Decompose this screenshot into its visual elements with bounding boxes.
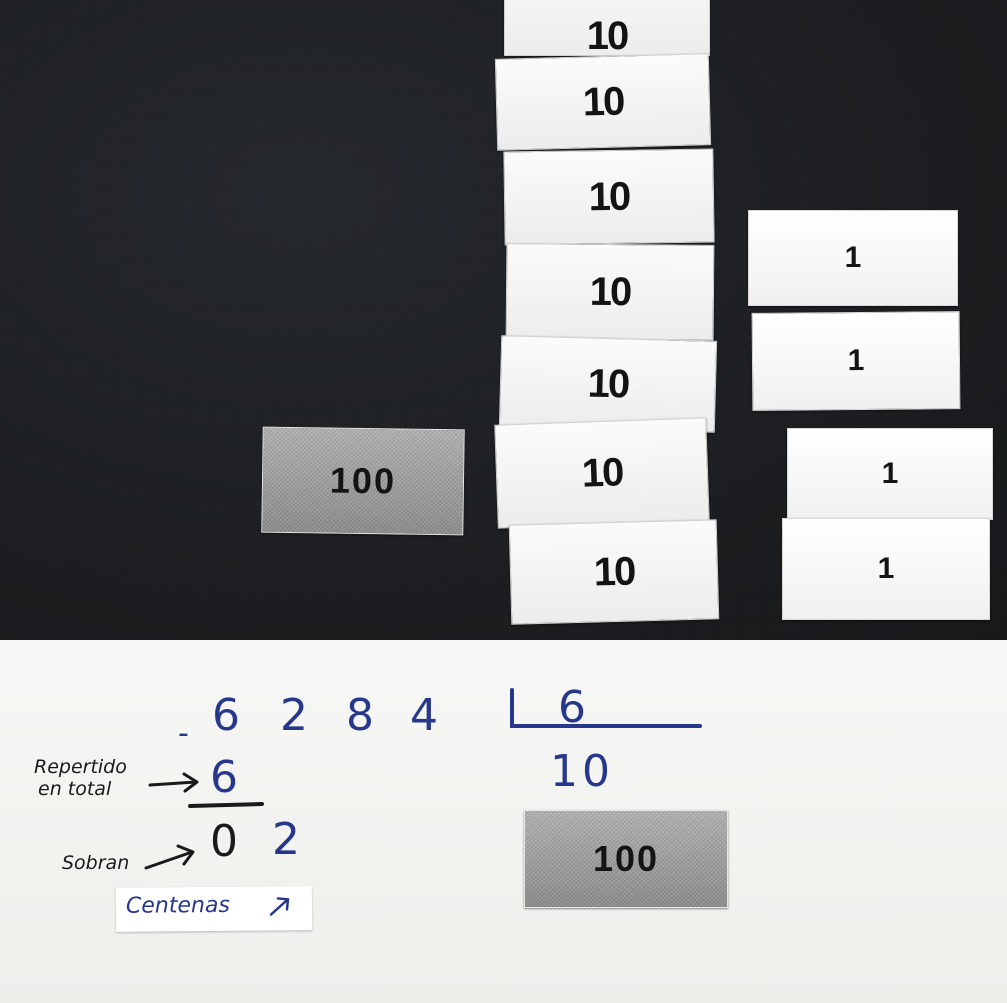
dividend-digit: 6 — [212, 690, 240, 741]
black-felt-board: 10 10 10 10 10 10 10 1 1 1 1 — [0, 0, 1007, 646]
subtracted-value: 6 — [210, 752, 238, 803]
quotient-hundred-card: 100 — [524, 810, 728, 908]
white-paper-sheet — [0, 640, 1007, 1003]
centenas-label: Centenas — [125, 892, 230, 919]
tens-card: 10 — [504, 0, 710, 58]
tens-card: 10 — [494, 53, 712, 151]
ones-card: 1 — [787, 428, 993, 520]
tens-card-label: 10 — [586, 13, 629, 58]
ones-card-label: 1 — [847, 343, 865, 378]
minus-sign: - — [178, 716, 189, 751]
ones-card: 1 — [782, 518, 990, 620]
tens-card: 10 — [505, 243, 715, 341]
tens-card-label: 10 — [587, 360, 629, 407]
repartido-label: Repertido en total — [34, 756, 127, 800]
ones-card-label: 1 — [881, 457, 899, 490]
tens-card-label: 10 — [580, 449, 623, 496]
centenas-sticker: Centenas — [115, 886, 313, 932]
repartido-line2: en total — [38, 778, 112, 800]
quotient: 10 — [550, 746, 614, 797]
tens-card-label: 10 — [582, 78, 624, 125]
dividend-digit: 4 — [410, 690, 438, 741]
tens-card-label: 10 — [593, 548, 635, 595]
remainder-digit: 2 — [272, 814, 300, 865]
hundred-card: 100 — [261, 426, 465, 536]
ones-card-label: 1 — [844, 241, 862, 274]
remainder-digit: 0 — [210, 816, 238, 867]
tens-card: 10 — [503, 148, 715, 246]
tens-card: 10 — [508, 519, 720, 625]
dividend-digit: 2 — [280, 690, 308, 741]
repartido-line1: Repertido — [34, 756, 127, 778]
sobran-label: Sobran — [62, 852, 130, 874]
dividend-digit: 8 — [346, 690, 374, 741]
hundred-card-label: 100 — [329, 459, 397, 502]
ones-card-label: 1 — [877, 552, 895, 585]
tens-card-label: 10 — [589, 269, 631, 314]
tens-card: 10 — [494, 417, 710, 529]
quotient-hundred-label: 100 — [592, 838, 660, 879]
divisor: 6 — [558, 682, 586, 733]
arrow-up-right-icon — [269, 897, 290, 916]
ones-card: 1 — [748, 210, 958, 306]
ones-card: 1 — [751, 311, 961, 411]
tens-card-label: 10 — [588, 174, 630, 219]
